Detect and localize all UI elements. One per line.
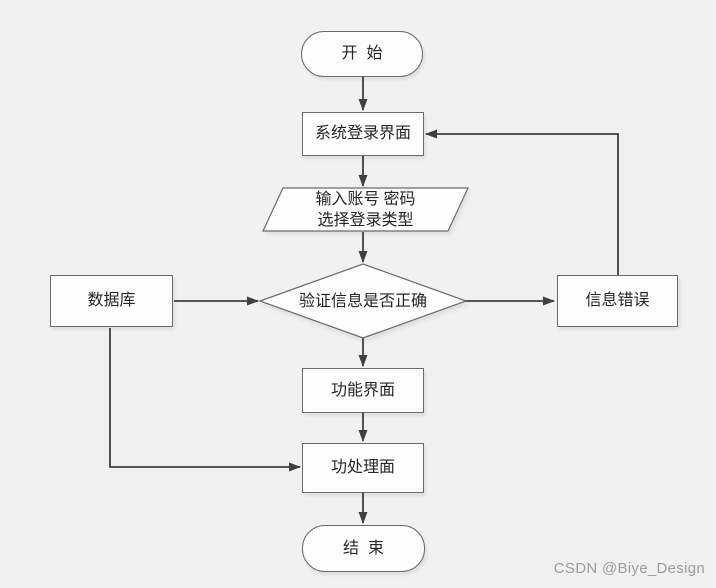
io-input-shape [262, 187, 469, 232]
node-end: 结束 [302, 525, 425, 572]
node-function: 功能界面 [302, 368, 424, 413]
node-process: 功处理面 [302, 443, 424, 493]
node-login-label: 系统登录界面 [314, 125, 411, 142]
node-database-label: 数据库 [87, 292, 136, 309]
node-start: 开始 [301, 31, 423, 77]
watermark: CSDN @Biye_Design [553, 560, 705, 577]
node-start-label: 开始 [341, 45, 392, 62]
node-login: 系统登录界面 [302, 112, 424, 156]
edge-database-to-process [109, 328, 301, 472]
node-error: 信息错误 [557, 275, 678, 327]
edge-error-to-login [425, 129, 619, 275]
decision-verify-shape [258, 263, 468, 339]
node-function-label: 功能界面 [330, 381, 395, 399]
node-end-label: 结束 [342, 539, 393, 557]
node-process-label: 功处理面 [330, 459, 395, 476]
node-error-label: 信息错误 [585, 292, 650, 309]
node-database: 数据库 [50, 275, 173, 327]
